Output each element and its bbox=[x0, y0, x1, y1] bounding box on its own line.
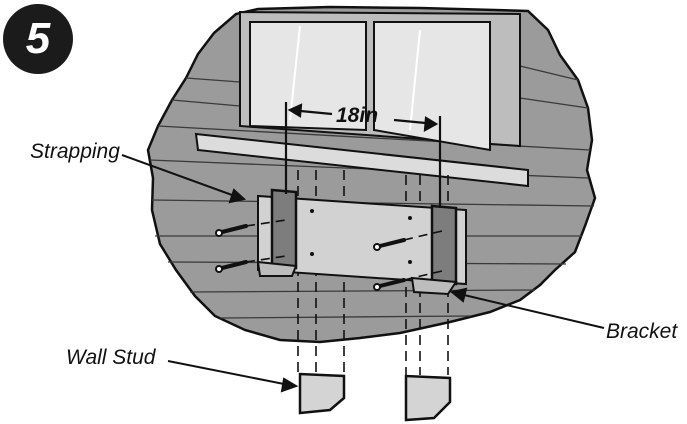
bracket-right bbox=[410, 204, 458, 296]
lag-bolts bbox=[215, 219, 447, 291]
step-badge: 5 bbox=[3, 4, 73, 74]
strapping-board bbox=[257, 194, 467, 286]
dimension-18in bbox=[284, 102, 442, 208]
bracket-label: Bracket bbox=[606, 320, 678, 343]
bracket-left bbox=[256, 188, 298, 277]
wall-stud-label: Wall Stud bbox=[66, 346, 156, 369]
step-number: 5 bbox=[25, 14, 51, 63]
wall-stud bbox=[298, 372, 452, 422]
strapping-screws bbox=[310, 209, 412, 264]
callout-arrows bbox=[121, 154, 605, 393]
dimension-label: 18in bbox=[336, 104, 379, 127]
strapping-label: Strapping bbox=[30, 140, 120, 163]
